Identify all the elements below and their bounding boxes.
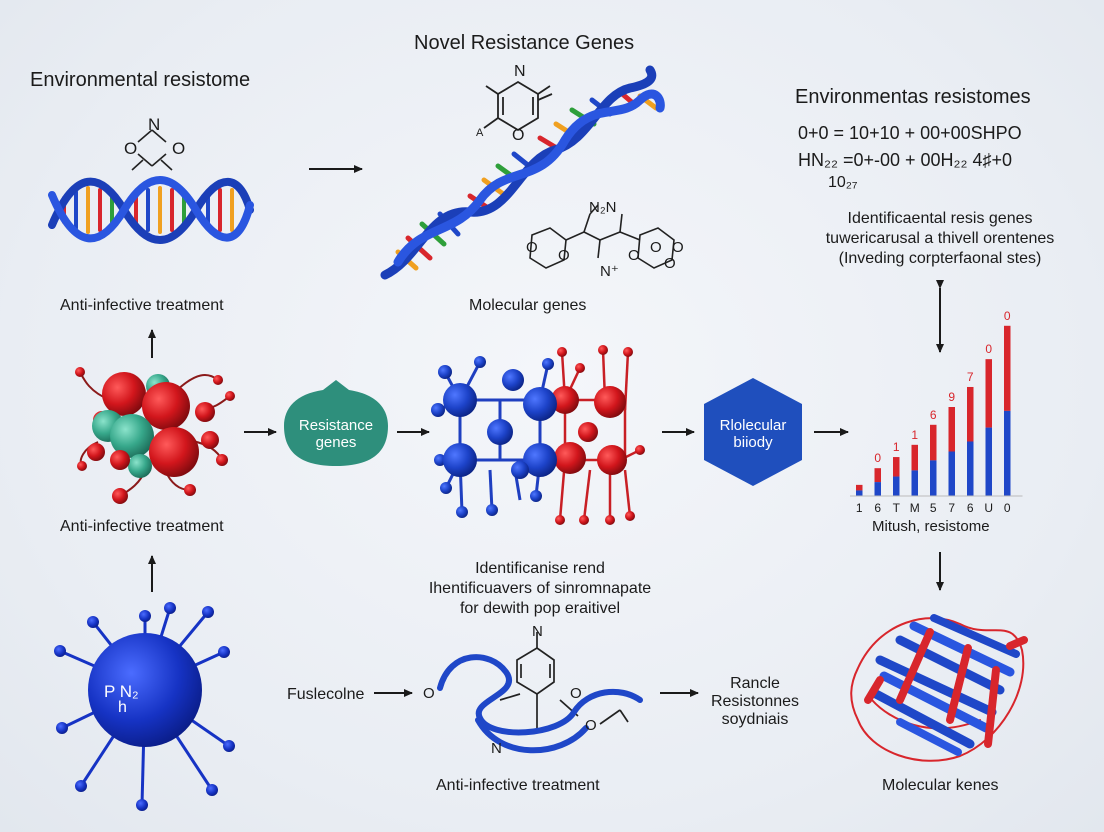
x-tick-label: 7: [948, 501, 955, 515]
atom-label: N: [491, 740, 502, 757]
atom-label: O: [650, 239, 662, 256]
bar-red-segment: [856, 484, 863, 491]
bar-red-segment: [985, 359, 992, 428]
ident-top-line-2: tuwericarusal a thivell orentenes: [825, 230, 1055, 247]
x-tick-label: 1: [856, 501, 863, 515]
bar-blue-segment: [948, 451, 955, 496]
ring-molecule-center: [529, 204, 675, 269]
bar-blue-segment: [1004, 410, 1011, 496]
protein-ribbon: [850, 614, 1028, 762]
bar-top-label: 0: [874, 451, 881, 465]
bottom-ring-molecule: [437, 632, 643, 754]
bar-red-segment: [911, 444, 918, 471]
atom-label: O: [558, 247, 570, 264]
bar-red-segment: [874, 468, 881, 483]
molecular-biology-hexagon: [704, 378, 802, 486]
bar-blue-segment: [893, 476, 900, 496]
x-tick-label: 5: [930, 501, 937, 515]
atom-label: O: [664, 255, 676, 272]
bar-red-segment: [967, 386, 974, 442]
bar-red-segment: [893, 457, 900, 477]
badge-line-1: Resistance: [298, 417, 374, 434]
resistance-genes-badge: Resistance genes: [284, 417, 388, 452]
resistance-genes-badge-shape: [284, 380, 388, 466]
atom-label: O: [628, 247, 640, 264]
anti-infective-label-1: Anti-infective treatment: [60, 297, 224, 314]
bar-top-label: 7: [967, 370, 974, 384]
hexagon-molecule-top: [483, 80, 553, 132]
equation-line-3: 10₂₇: [828, 174, 858, 191]
atom-label: O: [423, 685, 435, 702]
bar-top-label: 6: [930, 408, 937, 422]
small-ring-molecule: [131, 129, 173, 171]
anti-infective-label-2: Anti-infective treatment: [60, 518, 224, 535]
novel-genes-title: Novel Resistance Genes: [414, 32, 635, 54]
virus-particle: [54, 602, 235, 811]
atom-label: O: [124, 139, 138, 158]
bar-red-segment: [948, 407, 955, 452]
bar-blue-segment: [856, 490, 863, 496]
rancle-line-2: Resistonnes: [710, 693, 800, 710]
badge-line-2: genes: [315, 433, 357, 451]
bar-blue-segment: [985, 427, 992, 496]
ident-top-line-3: (Inveding corpterfaonal stes): [838, 250, 1042, 267]
atom-label: N: [148, 115, 161, 134]
ident-mid-line-2: Ihentificuavers of sinromnapate: [428, 580, 652, 597]
x-tick-label: U: [984, 501, 993, 515]
bar-blue-segment: [930, 460, 937, 496]
bar-red-segment: [930, 424, 937, 461]
rancle-line-1: Rancle: [730, 675, 780, 692]
atom-label: O: [172, 139, 186, 158]
env-resistomes-title: Environmentas resistomes: [795, 86, 1031, 108]
atom-label: O: [672, 239, 684, 256]
badge-line-1: Rlolecular: [719, 417, 787, 434]
molecule-network-blue-red: [431, 345, 645, 525]
dna-helix-left: [48, 176, 254, 244]
bar-top-label: 9: [948, 390, 955, 404]
badge-line-2: biiody: [733, 433, 773, 451]
chart-xlabel: Mitush, resistome: [872, 518, 990, 535]
anti-infective-label-3: Anti-infective treatment: [436, 777, 600, 794]
x-tick-label: 6: [874, 501, 881, 515]
atom-label: O: [585, 717, 597, 734]
dna-helix-large: [380, 65, 665, 280]
ident-mid-line-1: Identificanise rend: [475, 560, 605, 577]
ident-mid-line-3: for dewith pop eraitivel: [459, 600, 621, 617]
virus-label-main: P N₂: [104, 682, 139, 701]
ident-top-line-1: Identificaental resis genes: [847, 210, 1033, 227]
x-tick-label: 6: [967, 501, 974, 515]
bar-blue-segment: [874, 482, 881, 496]
bar-top-label: 1: [893, 440, 900, 454]
atom-label: N: [514, 63, 526, 80]
bar-blue-segment: [967, 441, 974, 496]
bar-top-label: 1: [911, 428, 918, 442]
bar-top-label: 0: [985, 342, 992, 356]
virus-label-sub: h: [118, 699, 127, 716]
rancle-line-3: soydniais: [721, 711, 789, 728]
equation-line-2: HN₂₂ =0+-00 + 00H₂₂ 4♯+0: [798, 150, 1013, 170]
bar-blue-segment: [911, 470, 918, 496]
molecule-cluster-red-teal: [75, 367, 235, 504]
bar-top-label: 0: [1004, 309, 1011, 323]
molecular-biology-badge: Rlolecular biiody: [704, 417, 802, 452]
atom-label: A: [476, 127, 484, 139]
bar-red-segment: [1004, 325, 1011, 411]
atom-label: N₂N: [589, 199, 617, 216]
atom-label: N⁺: [600, 263, 619, 280]
x-tick-label: T: [893, 501, 901, 515]
atom-label: O: [570, 685, 582, 702]
molecular-genes-label: Molecular genes: [469, 297, 587, 314]
atom-label: O: [526, 239, 538, 256]
x-tick-label: M: [910, 501, 920, 515]
fuslecolne-label: Fuslecolne: [287, 686, 365, 703]
atom-label: O: [512, 127, 525, 144]
x-tick-label: 0: [1004, 501, 1011, 515]
molecular-kenes-label: Molecular kenes: [882, 777, 999, 794]
virus-label: P N₂: [104, 683, 139, 700]
atom-label: N: [532, 623, 543, 640]
equation-line-1: 0+0 = 10+10 + 00+00SHPO: [798, 123, 1022, 143]
env-resistome-title: Environmental resistome: [30, 69, 251, 91]
